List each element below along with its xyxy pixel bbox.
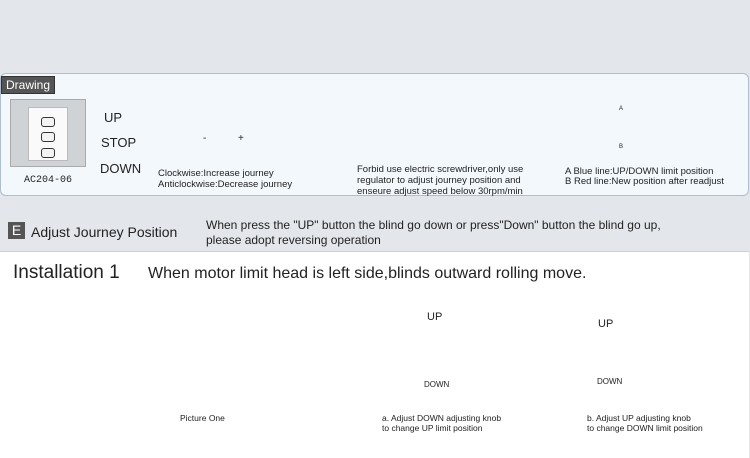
drawing-tab: Drawing xyxy=(1,76,56,94)
picture-two-down-label: DOWN xyxy=(424,380,450,389)
picture-three-up-label: UP xyxy=(598,318,614,330)
knob-minus: - xyxy=(203,133,207,144)
line-label-b: B xyxy=(619,144,624,150)
adjust-section-title: Adjust Journey Position xyxy=(31,224,178,240)
lines-caption-1: A Blue line:UP/DOWN limit position xyxy=(565,166,714,177)
knob-caption-1: Clockwise:Increase journey xyxy=(158,168,274,179)
up-button-icon xyxy=(41,117,55,127)
knob-plus: + xyxy=(238,133,244,144)
section-letter-badge: E xyxy=(8,222,25,239)
adjust-note-1: When press the "UP" button the blind go … xyxy=(206,218,661,232)
lines-caption-2: B Red line:New position after readjust xyxy=(565,176,724,187)
picture-three-caption-1: b. Adjust UP adjusting knob xyxy=(587,413,691,423)
screwdriver-caption-1: Forbid use electric screwdriver,only use xyxy=(357,164,524,175)
line-label-a: A xyxy=(619,106,624,112)
picture-two-caption-2: to change UP limit position xyxy=(382,423,483,433)
picture-two-up-label: UP xyxy=(427,311,443,323)
adjust-note-2: please adopt reversing operation xyxy=(206,233,381,247)
knob-caption-2: Anticlockwise:Decrease journey xyxy=(158,179,293,190)
installation-title: Installation 1 xyxy=(13,262,120,283)
remote-down-label: DOWN xyxy=(100,161,142,176)
installation-subtitle: When motor limit head is left side,blind… xyxy=(148,265,587,282)
remote-model-label: AC204-06 xyxy=(24,175,73,186)
stop-button-icon xyxy=(41,132,55,142)
down-button-icon xyxy=(41,148,55,158)
picture-three-down-label: DOWN xyxy=(597,377,623,386)
screwdriver-caption-3: enseure adjust speed below 30rpm/min xyxy=(357,186,523,197)
picture-one-caption: Picture One xyxy=(180,413,225,423)
picture-three-caption-2: to change DOWN limit position xyxy=(587,423,703,433)
picture-two-caption-1: a. Adjust DOWN adjusting knob xyxy=(382,413,502,423)
remote-stop-label: STOP xyxy=(101,135,137,150)
drawing-panel xyxy=(0,73,749,196)
remote-up-label: UP xyxy=(104,110,123,125)
screwdriver-caption-2: regulator to adjust journey position and xyxy=(357,175,521,186)
